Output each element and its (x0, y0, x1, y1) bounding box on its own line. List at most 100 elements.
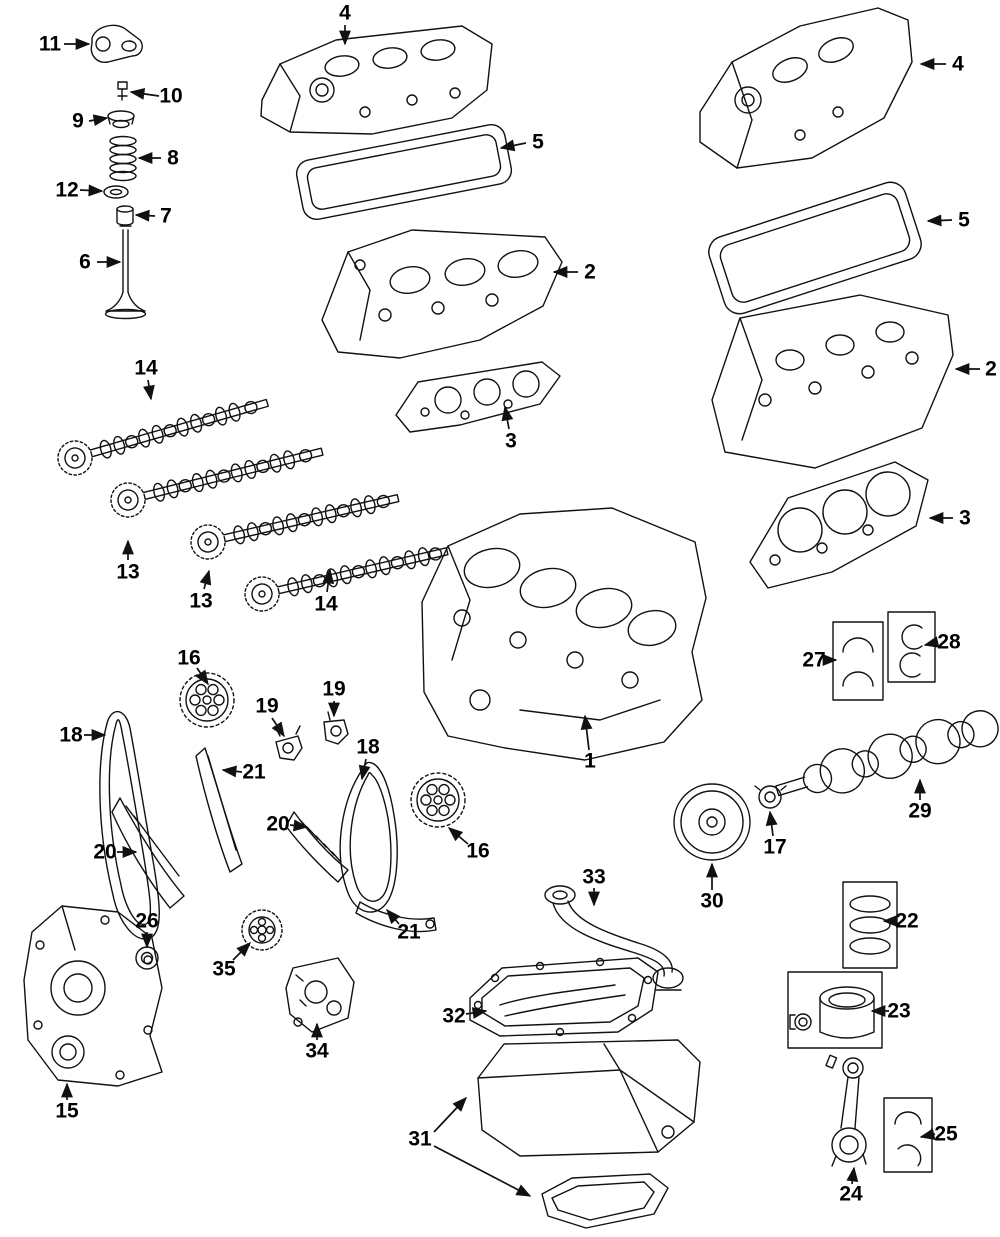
valve-cover-right-art (699, 7, 913, 169)
part-label-10[interactable]: 10 (159, 84, 183, 108)
valve-art (104, 225, 147, 320)
part-label-19[interactable]: 19 (322, 677, 346, 701)
part-label-21[interactable]: 21 (397, 920, 421, 944)
timing-chain-art (99, 710, 160, 940)
part-label-24[interactable]: 24 (839, 1182, 863, 1206)
valve-lifter-art (116, 205, 134, 226)
part-label-7[interactable]: 7 (160, 204, 172, 228)
part-label-5[interactable]: 5 (532, 130, 544, 154)
crank-bolt-art (754, 785, 787, 809)
part-label-29[interactable]: 29 (908, 799, 932, 823)
leader-arrow-16 (447, 827, 469, 845)
part-label-2[interactable]: 2 (985, 357, 997, 381)
spring-retainer-art (107, 110, 135, 129)
part-label-34[interactable]: 34 (305, 1039, 329, 1063)
leader-arrow-14 (322, 568, 335, 593)
part-label-30[interactable]: 30 (700, 889, 724, 913)
valve-cover-left-art (260, 25, 493, 135)
part-label-6[interactable]: 6 (79, 250, 91, 274)
valve-keeper-art (117, 81, 128, 101)
part-label-13[interactable]: 13 (116, 560, 140, 584)
part-label-21[interactable]: 21 (242, 760, 266, 784)
part-label-1[interactable]: 1 (584, 749, 596, 773)
part-label-15[interactable]: 15 (55, 1099, 79, 1123)
part-label-8[interactable]: 8 (167, 146, 179, 170)
leader-arrow-32 (465, 1007, 488, 1019)
valve-cover-gasket-left-art (295, 124, 513, 220)
part-label-25[interactable]: 25 (934, 1122, 958, 1146)
leader-arrow-35 (232, 941, 252, 961)
leader-arrow-20 (289, 819, 309, 832)
crank-sprocket-art (241, 909, 283, 951)
main-bearing-set-art (832, 621, 884, 701)
part-label-9[interactable]: 9 (72, 109, 84, 133)
part-label-3[interactable]: 3 (959, 506, 971, 530)
part-label-4[interactable]: 4 (339, 1, 351, 25)
valve-spring-art (109, 135, 137, 182)
engine-block-art (421, 507, 707, 761)
oil-pan-art (477, 1039, 701, 1157)
camshaft-exhaust-art (57, 398, 269, 476)
part-label-2[interactable]: 2 (584, 260, 596, 284)
chain-tensioner-art (323, 711, 349, 745)
leader-arrow-21 (386, 908, 401, 925)
leader-lines (61, 25, 980, 1197)
leader-arrow-21 (221, 765, 243, 778)
camshaft-intake-art (110, 447, 324, 518)
part-label-35[interactable]: 35 (212, 957, 236, 981)
rod-bearing-set-art (883, 1097, 933, 1173)
leader-arrow-19 (271, 717, 285, 738)
part-label-12[interactable]: 12 (55, 178, 79, 202)
part-label-3[interactable]: 3 (505, 429, 517, 453)
part-label-26[interactable]: 26 (135, 909, 159, 933)
part-label-27[interactable]: 27 (802, 648, 826, 672)
part-label-31[interactable]: 31 (408, 1127, 432, 1151)
part-label-18[interactable]: 18 (356, 735, 380, 759)
leader-arrow-5 (499, 139, 527, 152)
part-label-20[interactable]: 20 (266, 812, 290, 836)
part-label-14[interactable]: 14 (134, 356, 158, 380)
chain-guide-art (355, 901, 437, 933)
oil-pickup-tube-art (544, 885, 684, 991)
part-label-11[interactable]: 11 (38, 32, 62, 56)
piston-art (787, 971, 883, 1049)
chain-guide-art (111, 797, 185, 909)
part-label-14[interactable]: 14 (314, 592, 338, 616)
part-label-13[interactable]: 13 (189, 589, 213, 613)
leader-arrow-10 (129, 88, 160, 100)
leader-arrow-31 (433, 1096, 468, 1133)
cam-sprocket-art (410, 772, 466, 828)
part-label-20[interactable]: 20 (93, 840, 117, 864)
part-label-5[interactable]: 5 (958, 208, 970, 232)
part-label-33[interactable]: 33 (582, 865, 606, 889)
connecting-rod-art (825, 1054, 867, 1167)
part-label-32[interactable]: 32 (442, 1004, 466, 1028)
upper-oil-pan-art (469, 957, 659, 1037)
rocker-arm-art (90, 24, 143, 63)
part-label-19[interactable]: 19 (255, 694, 279, 718)
timing-chain-art (339, 761, 398, 913)
part-label-4[interactable]: 4 (952, 52, 964, 76)
leader-arrow-28 (923, 636, 940, 648)
crankshaft-art (775, 710, 999, 797)
part-label-16[interactable]: 16 (177, 646, 201, 670)
part-label-17[interactable]: 17 (763, 835, 787, 859)
part-label-18[interactable]: 18 (59, 723, 83, 747)
camshaft-exhaust-art (244, 547, 449, 612)
part-label-16[interactable]: 16 (466, 839, 490, 863)
part-label-23[interactable]: 23 (887, 999, 911, 1023)
leader-arrow-13 (199, 569, 212, 590)
thrust-ring-set-art (887, 611, 936, 683)
part-label-22[interactable]: 22 (895, 909, 919, 933)
leader-arrow-16 (195, 667, 209, 686)
chain-guide-art (285, 811, 349, 883)
leader-arrow-5 (926, 214, 953, 227)
leader-arrow-1 (580, 714, 593, 751)
crank-pulley-art (673, 783, 751, 861)
chain-guide-art (195, 747, 243, 873)
valve-cover-gasket-right-art (708, 181, 922, 315)
part-label-28[interactable]: 28 (937, 630, 961, 654)
camshaft-intake-art (190, 494, 400, 560)
